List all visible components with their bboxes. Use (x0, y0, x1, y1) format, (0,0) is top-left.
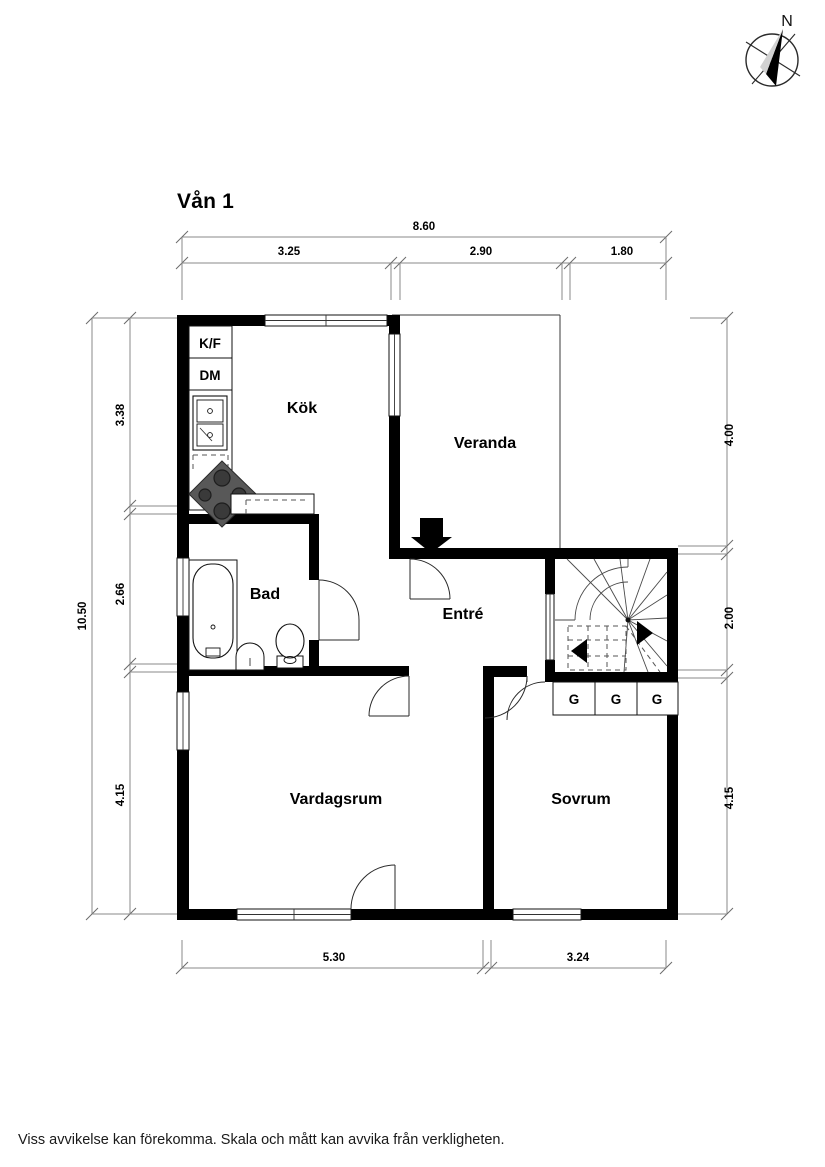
dim-top-seg-1: 3.25 (278, 246, 301, 258)
window-livingroom-south (236, 908, 352, 921)
door-bathroom (318, 579, 360, 641)
kitchen-counter-bottom (230, 493, 315, 515)
room-label-kok: Kök (287, 400, 317, 417)
closet-3-label: G (652, 692, 663, 707)
room-label-vardagsrum: Vardagsrum (290, 791, 382, 808)
dim-top-seg-3: 1.80 (611, 246, 633, 258)
door-livingroom (368, 675, 410, 717)
dim-left-seg-2: 2.66 (115, 583, 127, 605)
door-bedroom (484, 675, 528, 719)
closet-2-label: G (611, 692, 622, 707)
dim-left-seg-1: 3.38 (115, 403, 127, 426)
dim-right-seg-1: 4.00 (724, 424, 736, 446)
room-label-sovrum: Sovrum (551, 791, 611, 808)
door-entrance (409, 558, 451, 600)
window-veranda-west (388, 333, 401, 417)
veranda-outline (392, 314, 561, 548)
dim-top-overall: 8.60 (413, 221, 435, 233)
stair-direction-arrow-left (571, 639, 587, 663)
compass-north-label: N (781, 13, 793, 30)
fridge-freezer-label: K/F (199, 336, 221, 351)
window-bedroom-south (512, 908, 582, 921)
dimension-right: 4.00 2.00 4.15 (678, 311, 736, 921)
dim-top-seg-2: 2.90 (470, 246, 492, 258)
closet-2 (594, 681, 638, 716)
doors (318, 558, 546, 910)
room-label-veranda: Veranda (454, 435, 516, 452)
room-label-bad: Bad (250, 586, 280, 603)
dishwasher-label: DM (200, 368, 221, 383)
window-livingroom-west (176, 691, 190, 751)
window-bath-west (176, 557, 190, 617)
kitchen-sink (192, 395, 228, 451)
dimension-left: 10.50 3.38 2.66 4.15 (77, 311, 177, 921)
staircase (555, 558, 668, 673)
dim-left-overall: 10.50 (77, 602, 89, 631)
page-title: Vån 1 (177, 190, 235, 213)
dim-right-seg-2: 2.00 (724, 607, 736, 629)
bathroom-fixtures (188, 559, 305, 671)
closet-row: G G G (552, 681, 679, 716)
door-livingroom-south (350, 864, 396, 910)
fridge-freezer-box (188, 325, 233, 359)
entrance-arrow (411, 518, 452, 553)
closet-1 (552, 681, 596, 716)
window-kitchen-top (264, 314, 388, 327)
dim-bottom-seg-2: 3.24 (567, 952, 590, 964)
windows (176, 314, 582, 921)
room-label-entre: Entré (443, 606, 484, 623)
dimension-top: 8.60 3.25 2.90 1.80 (175, 221, 673, 300)
bathroom-sink (235, 642, 265, 671)
bathtub (188, 559, 238, 671)
building-walls (177, 315, 678, 920)
disclaimer-text: Viss avvikelse kan förekomma. Skala och … (18, 1132, 505, 1148)
closet-3 (636, 681, 679, 716)
kitchen-fixtures: K/F DM (188, 325, 315, 528)
dim-bottom-seg-1: 5.30 (323, 952, 345, 964)
window-stair-west (545, 593, 555, 661)
stair-direction-arrow-right (637, 621, 653, 645)
room-labels: Kök Veranda Bad Entré Vardagsrum Sovrum (250, 400, 611, 808)
door-hall (506, 681, 546, 721)
dim-right-seg-3: 4.15 (724, 786, 736, 809)
dim-left-seg-3: 4.15 (115, 783, 127, 806)
toilet (275, 623, 305, 669)
compass-rose: N (745, 13, 801, 87)
closet-1-label: G (569, 692, 580, 707)
dimension-bottom: 5.30 3.24 (175, 940, 673, 975)
